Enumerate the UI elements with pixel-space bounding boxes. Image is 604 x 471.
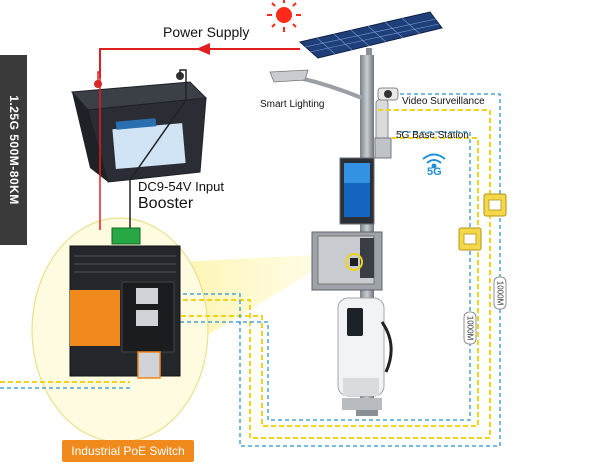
link-speed-label-b: 1000M bbox=[465, 315, 475, 341]
power-supply-label: Power Supply bbox=[163, 24, 250, 40]
smart-lighting-label: Smart Lighting bbox=[260, 99, 325, 110]
ethernet-loop bbox=[174, 93, 501, 447]
switch-name-label: Industrial PoE Switch bbox=[62, 440, 194, 462]
link-speed-label-a: 1000M bbox=[495, 280, 505, 306]
wifi-signal-icon bbox=[422, 153, 446, 169]
pole-cabinet bbox=[311, 231, 383, 291]
booster-label: Booster bbox=[138, 195, 194, 212]
input-voltage-label: DC9-54V Input bbox=[138, 179, 224, 194]
five-g-label: 5G bbox=[427, 166, 442, 178]
video-surveillance-label: Video Surveillance bbox=[402, 96, 485, 107]
highlight-beam bbox=[180, 255, 312, 352]
solar-panel-icon bbox=[298, 11, 443, 59]
camera-icon bbox=[375, 87, 399, 147]
battery-icon bbox=[70, 72, 208, 183]
side-label: 1.25G 500M-80KM bbox=[7, 95, 21, 205]
sun-icon bbox=[267, 0, 301, 32]
digital-display-icon bbox=[339, 157, 375, 225]
power-arrow-icon bbox=[196, 43, 210, 55]
lamp-arm bbox=[299, 76, 363, 100]
dc-input-wire bbox=[97, 71, 101, 230]
street-lamp-icon bbox=[269, 69, 309, 83]
ev-charger-icon bbox=[337, 297, 393, 397]
side-band bbox=[0, 55, 27, 245]
base-station-unit bbox=[374, 137, 392, 159]
poe-switch-icon bbox=[69, 245, 181, 379]
base-station-label: 5G Base Station bbox=[396, 130, 469, 141]
rj45-port-icon bbox=[483, 193, 507, 217]
rj45-port-icon-2 bbox=[458, 227, 482, 251]
fiber-loop bbox=[174, 109, 491, 439]
terminal-block bbox=[111, 227, 141, 245]
power-supply-line bbox=[99, 48, 300, 78]
